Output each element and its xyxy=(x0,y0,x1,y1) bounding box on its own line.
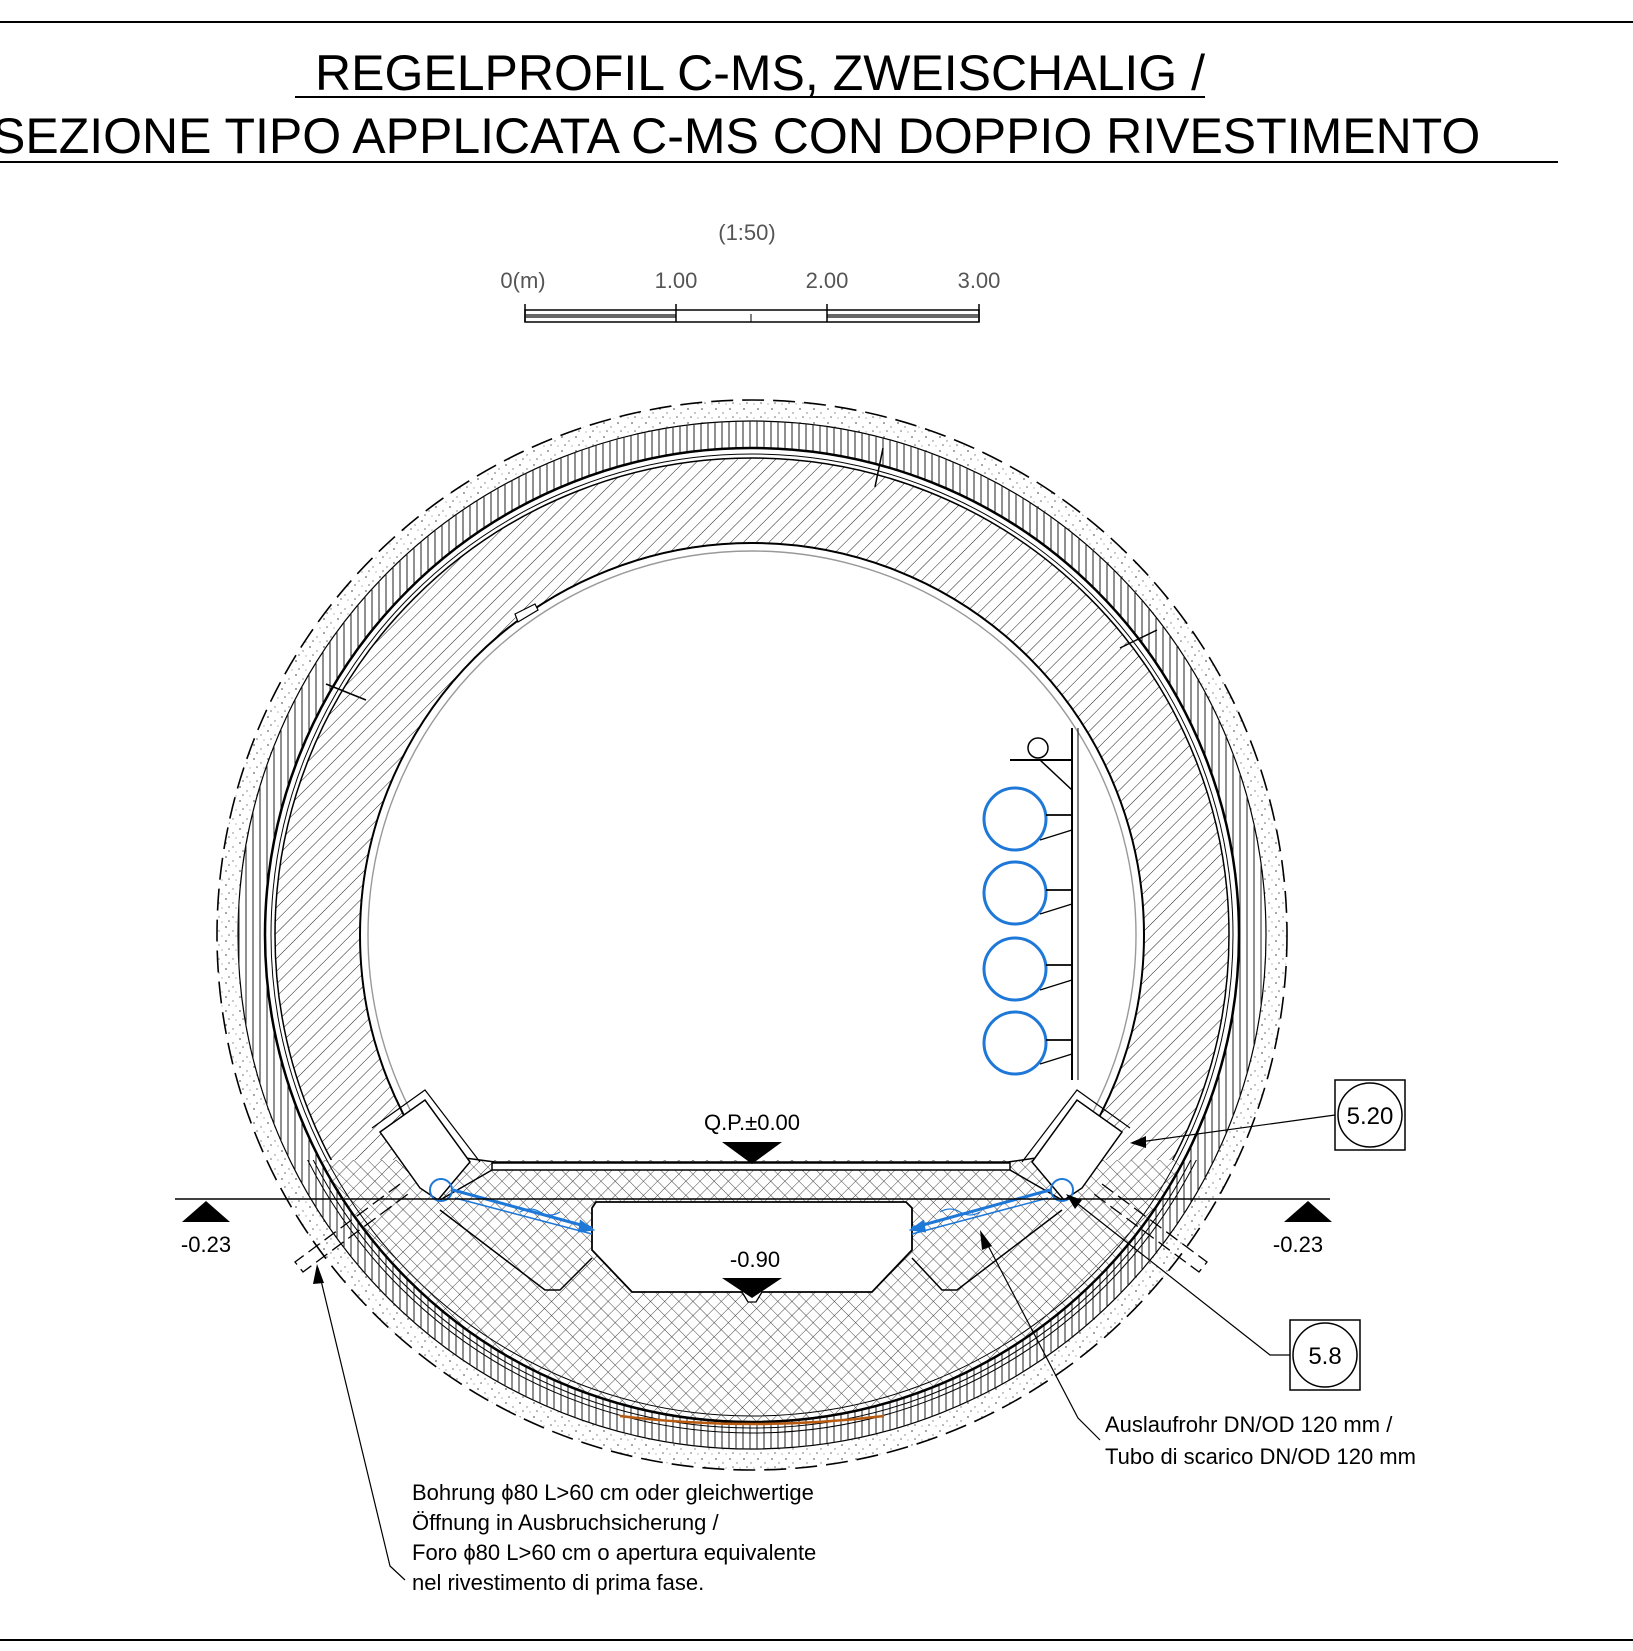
level-top-of-rail-marker xyxy=(722,1142,782,1164)
level-left-label: -0.23 xyxy=(181,1232,231,1257)
borehole-leader xyxy=(317,1267,406,1581)
title-line-2: SEZIONE TIPO APPLICATA C-MS CON DOPPIO R… xyxy=(0,108,1480,164)
cable-small xyxy=(1027,737,1049,759)
level-right-label: -0.23 xyxy=(1273,1232,1323,1257)
borehole-note: Bohrung ϕ80 L>60 cm oder gleichwertige Ö… xyxy=(412,1480,822,1595)
level-top-of-rail-label: Q.P.±0.00 xyxy=(704,1110,800,1135)
scale-label-2: 2.00 xyxy=(806,268,849,293)
outlet-pipe-leader xyxy=(981,1233,1101,1441)
scale-label-3: 3.00 xyxy=(958,268,1001,293)
right-drain-pipe xyxy=(1050,1178,1074,1202)
cable-1 xyxy=(982,786,1073,852)
cable-3 xyxy=(982,936,1073,1002)
cable-4 xyxy=(982,1010,1073,1076)
level-marker-right xyxy=(1284,1201,1332,1222)
detail-tag-5-8: 5.8 xyxy=(1066,1194,1361,1391)
detail-tag-5-20: 5.20 xyxy=(1130,1079,1406,1151)
svg-text:5.20: 5.20 xyxy=(1347,1103,1394,1130)
level-drain-marker xyxy=(722,1278,782,1298)
level-drain-label: -0.90 xyxy=(730,1247,780,1272)
scale-bar: (1:50) 0(m) 1.00 2.00 3.00 xyxy=(500,220,1001,323)
scale-ratio: (1:50) xyxy=(718,220,775,245)
level-marker-left xyxy=(182,1201,230,1222)
tunnel-section xyxy=(216,399,1288,1471)
cable-2 xyxy=(982,860,1073,926)
left-drain-pipe xyxy=(429,1178,453,1202)
title-line-1: REGELPROFIL C-MS, ZWEISCHALIG / xyxy=(315,45,1205,101)
scale-label-1: 1.00 xyxy=(655,268,698,293)
scale-label-0: 0(m) xyxy=(500,268,545,293)
cable-tray xyxy=(982,728,1079,1080)
outlet-pipe-note: Auslaufrohr DN/OD 120 mm / Tubo di scari… xyxy=(1105,1412,1416,1469)
svg-text:5.8: 5.8 xyxy=(1308,1343,1341,1370)
